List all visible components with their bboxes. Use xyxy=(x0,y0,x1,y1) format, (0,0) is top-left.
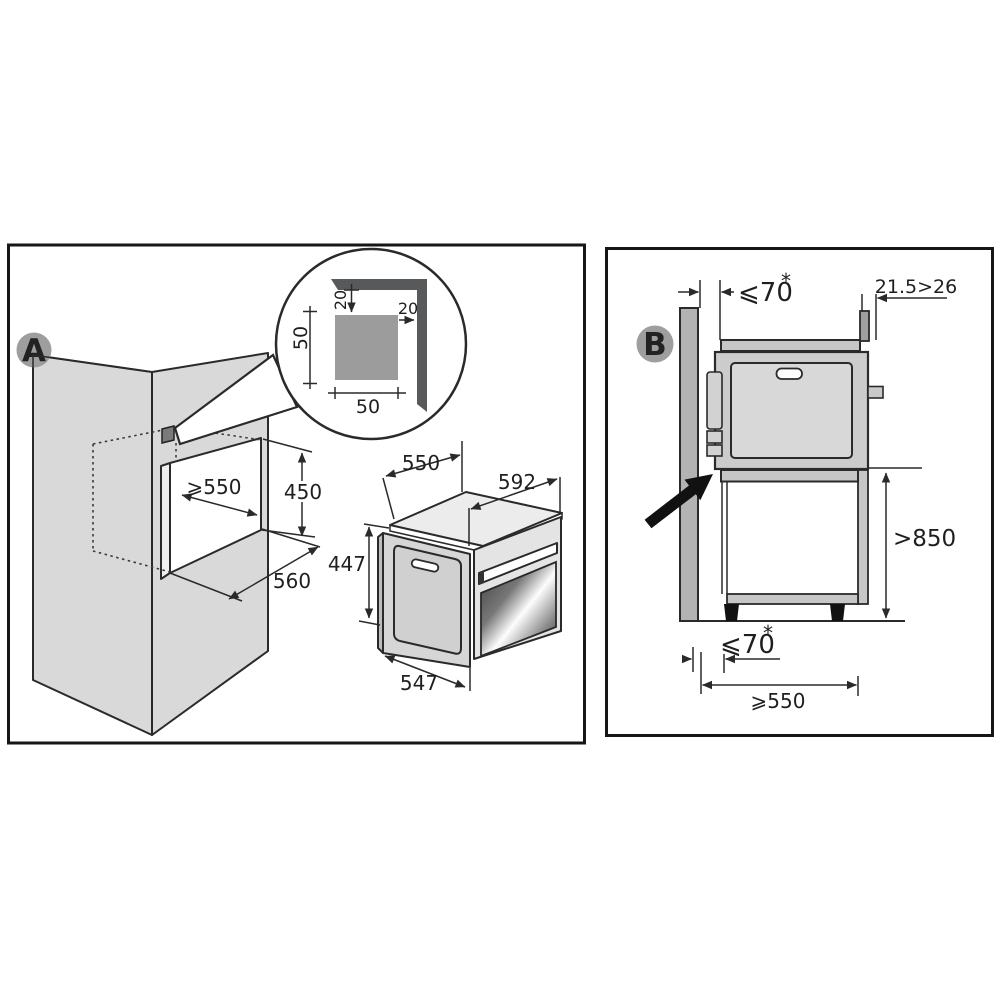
dim-label-oven-width: 592 xyxy=(498,470,536,494)
dim-label-gap-top: 20 xyxy=(331,290,350,310)
label-backing xyxy=(288,481,318,502)
corner-bracket xyxy=(331,279,427,412)
dim-label-sq-height: 50 xyxy=(290,326,312,350)
dim-label-recess-depth: ⩾550 xyxy=(751,689,806,713)
badge-a-circle xyxy=(16,332,52,368)
oven-isometric xyxy=(377,491,563,668)
dim-line-oven-width xyxy=(470,478,558,510)
side-view-drawing xyxy=(644,307,905,622)
oven-door-inner-panel xyxy=(393,544,462,655)
badge-b: B xyxy=(636,325,674,363)
callout-balloon: 50 50 20 20 xyxy=(173,247,468,446)
dim-label-worktop-height: >850 xyxy=(893,526,956,552)
cabinet-top-edge-overlay xyxy=(32,354,153,373)
dim-line-oven-top-depth xyxy=(385,453,461,478)
badge-b-circle xyxy=(636,325,674,363)
panel-b-dimensions: ⩽70 * 21.5>26 >850 ⩽70 * ⩾550 xyxy=(678,269,957,713)
splashback xyxy=(859,310,870,342)
door-hinge-strip-2 xyxy=(706,430,723,444)
oven-door-handle xyxy=(410,558,440,573)
dim-label-niche-width: ⩾550 xyxy=(187,475,242,499)
base-bottom-panel xyxy=(726,593,859,605)
dim-label-niche-depth: 560 xyxy=(273,569,311,593)
dim-label-rear-gap: 21.5>26 xyxy=(875,276,957,298)
panel-b-border xyxy=(605,247,994,737)
pointer-arrow xyxy=(644,474,713,529)
badge-b-label: B xyxy=(643,327,667,363)
dim-label-top-clearance-note: * xyxy=(781,269,791,293)
detail-square xyxy=(335,315,398,380)
worktop xyxy=(720,339,861,352)
wall xyxy=(679,307,699,622)
ext-450-top xyxy=(262,438,313,453)
ext-447-top xyxy=(363,523,390,529)
dim-label-oven-bottom-depth: 547 xyxy=(400,671,438,695)
dim-label-gap-right: 20 xyxy=(398,299,418,318)
niche-dimensions: ⩾550 450 560 xyxy=(169,438,322,602)
dim-label-sq-width: 50 xyxy=(356,396,380,418)
door-hinge-strip-1 xyxy=(706,371,723,430)
oven-side-handle xyxy=(775,367,803,380)
oven-dimensions: 550 592 447 547 xyxy=(328,441,561,695)
hidden-edges-dotted xyxy=(92,426,263,573)
dim-label-oven-top-depth: 550 xyxy=(402,451,440,475)
dim-line-oven-bottom-depth xyxy=(384,655,466,688)
panel-a: ⩾550 450 560 A xyxy=(7,243,586,745)
ext-560-top xyxy=(261,528,321,548)
corner-cutout-mark xyxy=(161,425,175,444)
dim-label-oven-height: 447 xyxy=(328,552,366,576)
dim-line-niche-width xyxy=(181,493,258,517)
dim-label-bottom-clearance: ⩽70 xyxy=(720,630,775,660)
niche-side-reveal xyxy=(160,462,171,580)
base-shelf xyxy=(720,469,859,483)
ext-550-left xyxy=(382,477,395,520)
base-right-panel xyxy=(857,469,869,605)
badge-a: A xyxy=(16,332,153,680)
foot-right xyxy=(830,604,845,621)
oven-window xyxy=(480,560,557,658)
ext-447-bottom xyxy=(358,620,381,626)
oven-side-door xyxy=(730,362,853,459)
dim-label-niche-height: 450 xyxy=(284,480,322,504)
badge-a-label: A xyxy=(22,333,46,369)
door-hinge-strip-3 xyxy=(706,444,723,457)
foot-left xyxy=(724,604,739,621)
dim-line-niche-depth xyxy=(228,546,319,600)
dim-label-top-clearance: ⩽70 xyxy=(738,278,793,308)
rear-latch xyxy=(867,385,884,399)
oven-vent-latch xyxy=(479,572,484,585)
dim-label-bottom-clearance-note: * xyxy=(763,621,773,645)
callout-dimensions: 50 50 20 20 xyxy=(290,284,418,418)
panel-b: ⩽70 * 21.5>26 >850 ⩽70 * ⩾550 xyxy=(605,247,994,737)
cabinet-left-face xyxy=(32,354,153,736)
